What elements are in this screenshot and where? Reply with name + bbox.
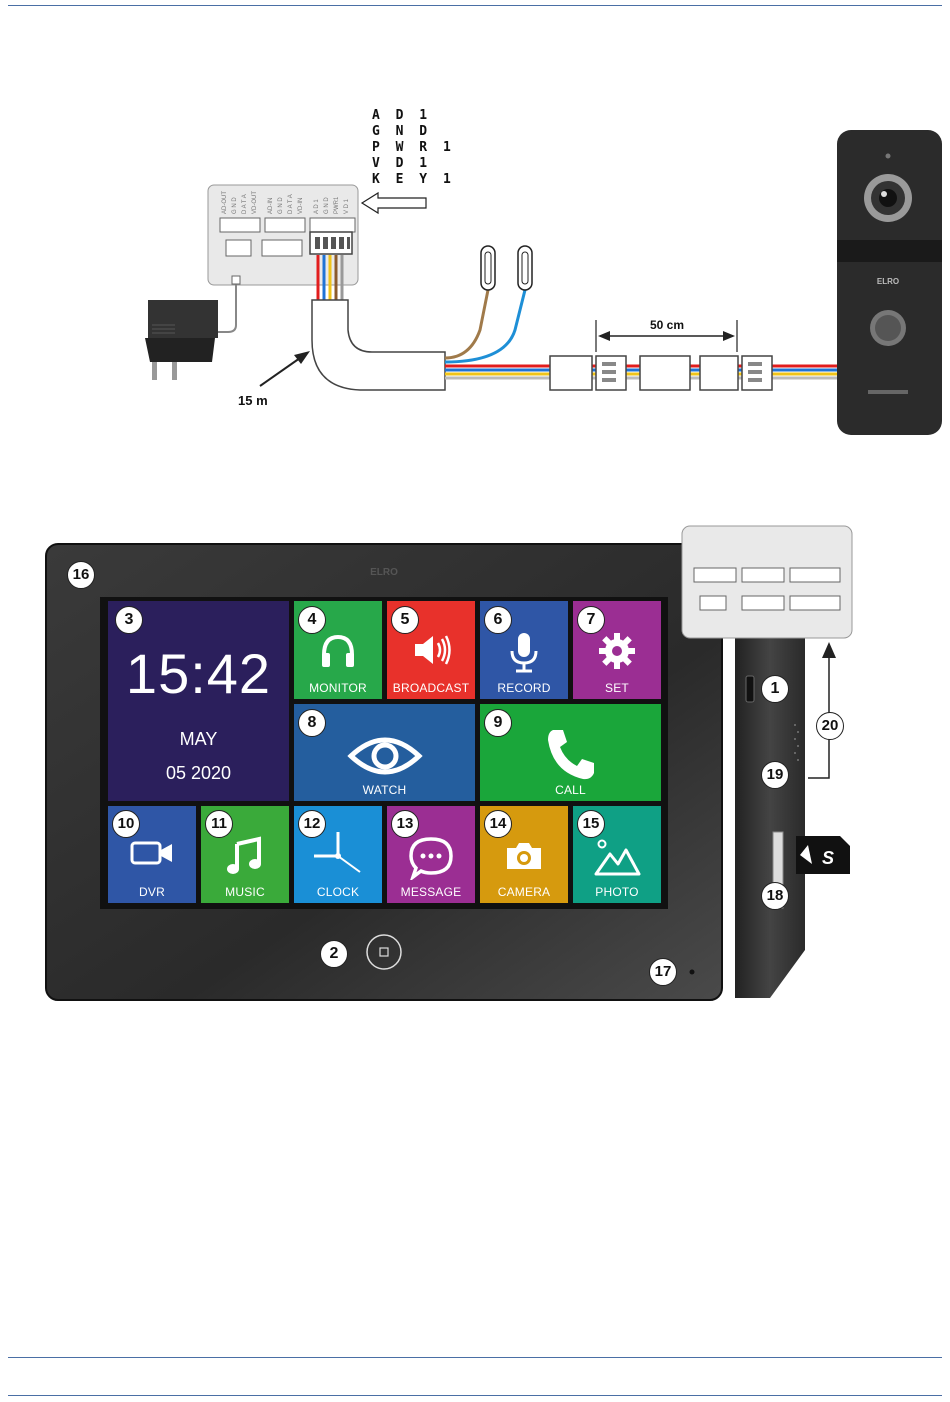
tile-label: DVR <box>108 885 196 899</box>
headphones-icon <box>294 631 382 674</box>
chat-bubble-icon <box>387 836 475 885</box>
svg-text:PWR1: PWR1 <box>334 196 340 214</box>
eye-icon <box>294 734 475 783</box>
callout-badge: 16 <box>67 561 95 589</box>
svg-text:AD-OUT: AD-OUT <box>222 191 228 214</box>
tile-label: CAMERA <box>480 885 568 899</box>
tile-label: MESSAGE <box>387 885 475 899</box>
svg-text:D A T A: D A T A <box>288 194 294 214</box>
svg-text:A D 1: A D 1 <box>314 199 320 214</box>
callout-badge: 15 <box>577 810 605 838</box>
gear-icon <box>573 631 661 676</box>
video-camera-icon <box>108 840 196 871</box>
clock-date: 05 2020 <box>108 763 289 784</box>
svg-text:D A T A: D A T A <box>242 194 248 214</box>
callout-badge: 7 <box>577 606 605 634</box>
callout-badge: 4 <box>298 606 326 634</box>
svg-text:V D 1: V D 1 <box>344 198 350 214</box>
cable-length-label: 15 m <box>238 393 268 408</box>
callout-badge: 14 <box>484 810 512 838</box>
callout-badge: 5 <box>391 606 419 634</box>
callout-badge: 20 <box>816 712 844 740</box>
wiring-diagram: AD-OUT G N D D A T A VD-OUT AD-IN G N D … <box>0 0 950 450</box>
callout-badge: 13 <box>391 810 419 838</box>
svg-text:ELRO: ELRO <box>370 567 398 578</box>
svg-text:S: S <box>822 848 834 868</box>
phone-icon <box>480 726 661 787</box>
tile-label: PHOTO <box>573 885 661 899</box>
tile-label: BROADCAST <box>387 681 475 695</box>
tile-label: RECORD <box>480 681 568 695</box>
svg-text:VD-IN: VD-IN <box>298 198 304 214</box>
callout-badge: 10 <box>112 810 140 838</box>
callout-badge: 2 <box>320 940 348 968</box>
photo-camera-icon <box>480 840 568 877</box>
tile-label: SET <box>573 681 661 695</box>
bottom-rule-2 <box>8 1395 942 1396</box>
mountain-picture-icon <box>573 836 661 883</box>
microphone-icon <box>480 631 568 678</box>
callout-badge: 12 <box>298 810 326 838</box>
callout-badge: 19 <box>761 761 789 789</box>
svg-text:ELRO: ELRO <box>877 277 899 286</box>
speaker-icon <box>387 631 475 674</box>
callout-badge: 8 <box>298 709 326 737</box>
clock-month: MAY <box>108 729 289 750</box>
svg-text:VD-OUT: VD-OUT <box>252 191 258 214</box>
callout-badge: 11 <box>205 810 233 838</box>
extension-length-label: 50 cm <box>650 318 684 332</box>
svg-text:G N D: G N D <box>278 197 284 214</box>
callout-badge: 18 <box>761 882 789 910</box>
tile-label: WATCH <box>294 783 475 797</box>
callout-badge: 3 <box>115 606 143 634</box>
tile-label: CALL <box>480 783 661 797</box>
tile-label: CLOCK <box>294 885 382 899</box>
bottom-rule-1 <box>8 1357 942 1358</box>
svg-text:G N D: G N D <box>232 197 238 214</box>
callout-badge: 1 <box>761 675 789 703</box>
clock-time: 15:42 <box>108 641 289 706</box>
svg-text:AD-IN: AD-IN <box>268 198 274 214</box>
callout-badge: 17 <box>649 958 677 986</box>
callout-badge: 6 <box>484 606 512 634</box>
callout-badge: 9 <box>484 709 512 737</box>
tile-label: MONITOR <box>294 681 382 695</box>
music-note-icon <box>201 836 289 881</box>
svg-text:G N D: G N D <box>324 197 330 214</box>
tile-label: MUSIC <box>201 885 289 899</box>
